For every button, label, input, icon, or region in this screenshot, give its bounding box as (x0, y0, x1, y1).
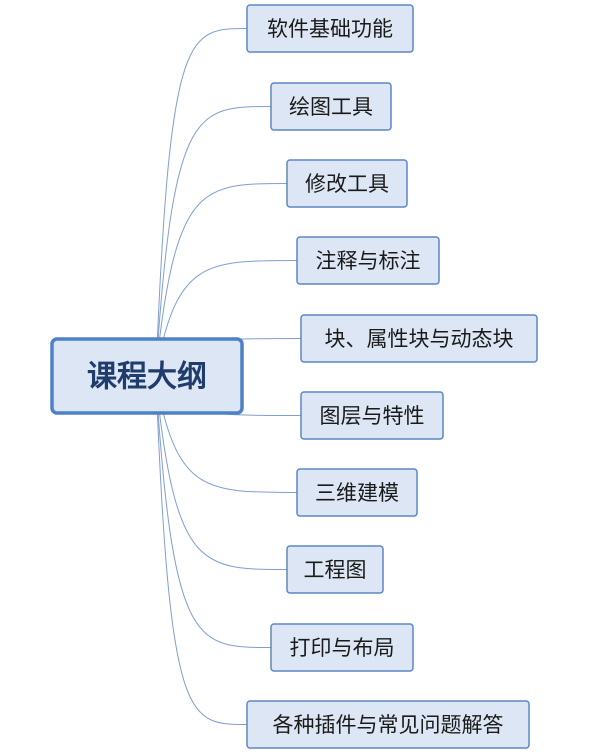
link-1 (156, 106, 272, 355)
branch-node-label: 各种插件与常见问题解答 (273, 713, 504, 737)
branch-node-label: 软件基础功能 (267, 17, 393, 41)
branch-node-box (286, 159, 408, 208)
branch-node-box (296, 236, 440, 285)
branch-node-label: 打印与布局 (290, 636, 395, 660)
link-9 (156, 403, 248, 725)
branch-node-layers[interactable]: 图层与特性 (300, 391, 444, 440)
branch-nodes: 软件基础功能 绘图工具 修改工具 注释与标注 块、属性块与动态块 图层与特性 三… (246, 4, 538, 749)
branch-node-modify-tools[interactable]: 修改工具 (286, 159, 408, 208)
branch-node-box (286, 545, 384, 594)
branch-node-label: 图层与特性 (320, 404, 425, 428)
root-node-label: 课程大纲 (87, 360, 207, 395)
branch-node-software-basics[interactable]: 软件基础功能 (246, 4, 414, 53)
branch-node-label: 绘图工具 (289, 95, 373, 119)
root-node-box (50, 337, 244, 415)
branch-node-label: 块、属性块与动态块 (325, 327, 514, 351)
branch-node-label: 注释与标注 (316, 249, 421, 273)
branch-node-3d-modeling[interactable]: 三维建模 (296, 468, 418, 517)
link-2 (156, 183, 288, 361)
branch-node-plugins-faq[interactable]: 各种插件与常见问题解答 (246, 700, 530, 749)
branch-node-engineering-drawing[interactable]: 工程图 (286, 545, 384, 594)
root-node[interactable]: 课程大纲 (50, 337, 244, 415)
branch-node-annotation[interactable]: 注释与标注 (296, 236, 440, 285)
link-3 (156, 260, 298, 367)
branch-node-box (296, 468, 418, 517)
branch-node-label: 三维建模 (315, 481, 399, 505)
branch-node-box (270, 82, 392, 131)
branch-node-blocks[interactable]: 块、属性块与动态块 (300, 314, 538, 363)
link-0 (156, 28, 248, 349)
branch-node-label: 工程图 (304, 558, 367, 582)
branch-node-label: 修改工具 (305, 172, 389, 196)
branch-node-box (246, 700, 530, 749)
link-8 (156, 397, 272, 648)
branch-node-print-layout[interactable]: 打印与布局 (270, 623, 414, 672)
link-6 (156, 385, 298, 493)
branch-node-box (300, 314, 538, 363)
branch-node-box (300, 391, 444, 440)
branch-node-drawing-tools[interactable]: 绘图工具 (270, 82, 392, 131)
branch-node-box (270, 623, 414, 672)
branch-node-box (246, 4, 414, 53)
link-7 (156, 391, 288, 570)
